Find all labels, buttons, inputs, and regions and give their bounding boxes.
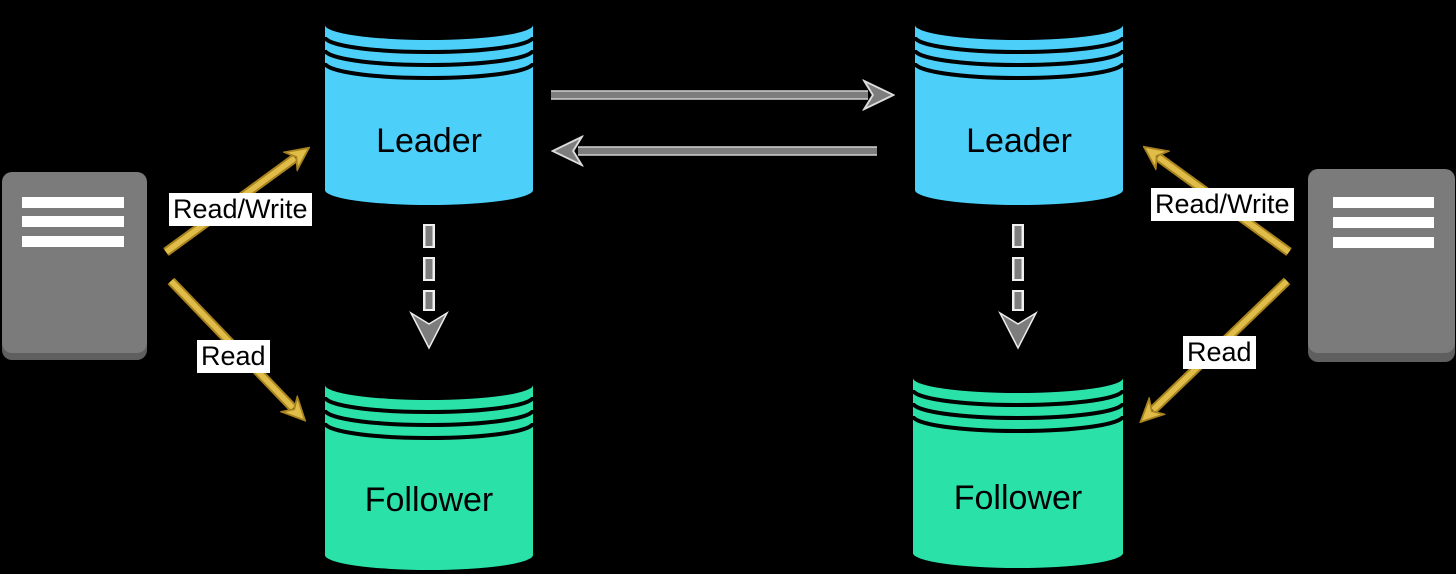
right-leader-to-follower-arrow <box>998 224 1038 350</box>
left-client-icon <box>2 172 147 360</box>
right-client-stripe <box>1333 217 1434 228</box>
right-follower-cylinder <box>911 378 1125 568</box>
left-client-stripe <box>22 216 124 227</box>
right-client-body <box>1308 169 1455 353</box>
right-read-write-label: Read/Write <box>1151 188 1294 222</box>
left-follower-cylinder <box>323 385 535 570</box>
right-leader-cylinder <box>913 25 1125 205</box>
left-read-label: Read <box>197 340 270 374</box>
right-client-icon <box>1308 169 1455 362</box>
left-read-write-label: Read/Write <box>169 193 312 227</box>
right-client-stripe <box>1333 237 1434 248</box>
right-client-stripe <box>1333 197 1434 208</box>
left-client-stripe <box>22 197 124 208</box>
right-read-label: Read <box>1183 336 1256 370</box>
left-leader-to-follower-arrow <box>409 224 449 350</box>
left-leader-cylinder <box>323 25 535 205</box>
left-client-stripe <box>22 236 124 247</box>
